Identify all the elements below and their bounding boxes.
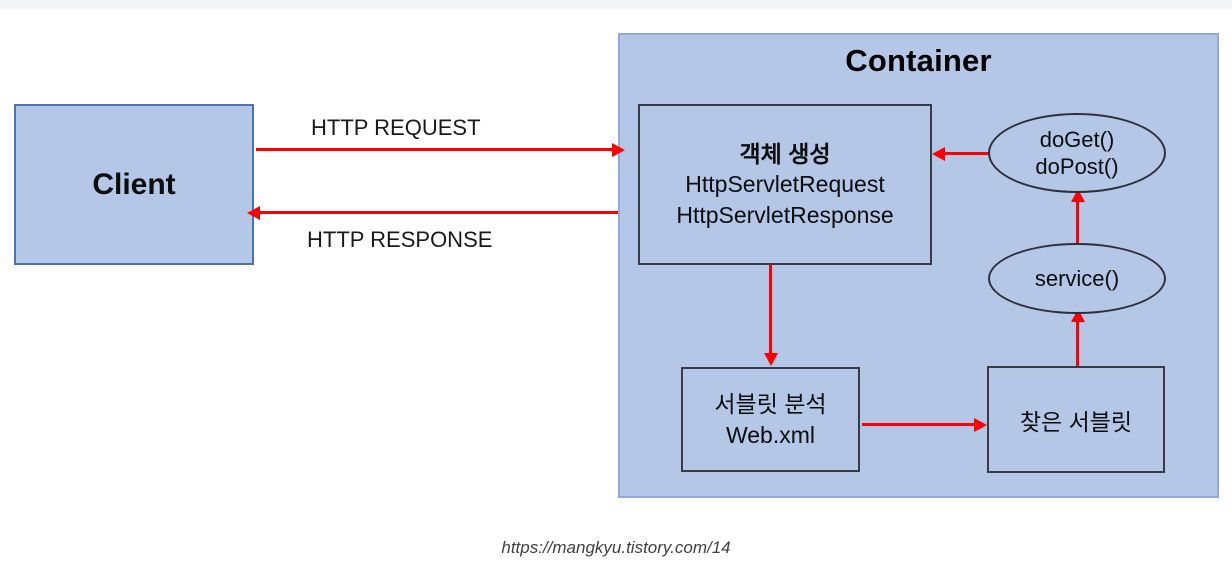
servlet-analysis-line2: Web.xml [725, 421, 816, 448]
analysis-to-found-arrow-line [862, 423, 976, 426]
doget-to-object-arrow-head [932, 147, 945, 161]
client-box: Client [14, 104, 254, 265]
http-request-label: HTTP REQUEST [311, 115, 481, 140]
service-to-doget-arrow-line [1076, 200, 1079, 243]
http-response-label: HTTP RESPONSE [307, 227, 493, 252]
object-creation-line2: HttpServletRequest [685, 171, 885, 198]
http-response-arrow-line [258, 211, 618, 214]
dopost-label: doPost() [1035, 154, 1119, 179]
service-label: service() [1034, 265, 1120, 291]
object-creation-box: 객체 생성 HttpServletRequest HttpServletResp… [638, 104, 932, 265]
object-to-analysis-arrow-line [769, 265, 772, 355]
doget-label: doGet() [1039, 126, 1115, 152]
servlet-analysis-line1: 서블릿 분석 [714, 390, 827, 417]
source-url-caption: https://mangkyu.tistory.com/14 [501, 538, 731, 557]
http-response-arrow-head [247, 206, 260, 220]
object-creation-line3: HttpServletResponse [676, 201, 894, 228]
http-request-arrow-line [256, 148, 618, 151]
doget-to-object-arrow-line [943, 152, 990, 155]
object-creation-line1: 객체 생성 [739, 140, 831, 167]
doget-dopost-ellipse: doGet() doPost() [988, 113, 1166, 193]
container-title: Container [845, 43, 992, 78]
top-edge-strip [0, 0, 1232, 9]
found-servlet-box: 찾은 서블릿 [987, 366, 1165, 473]
servlet-analysis-box: 서블릿 분석 Web.xml [681, 367, 860, 472]
analysis-to-found-arrow-head [974, 418, 987, 432]
http-request-arrow-head [612, 143, 625, 157]
found-servlet-label: 찾은 서블릿 [1019, 408, 1133, 435]
object-to-analysis-arrow-head [764, 353, 778, 366]
found-to-service-arrow-line [1076, 320, 1079, 366]
service-ellipse: service() [988, 243, 1166, 314]
client-label: Client [92, 167, 176, 201]
